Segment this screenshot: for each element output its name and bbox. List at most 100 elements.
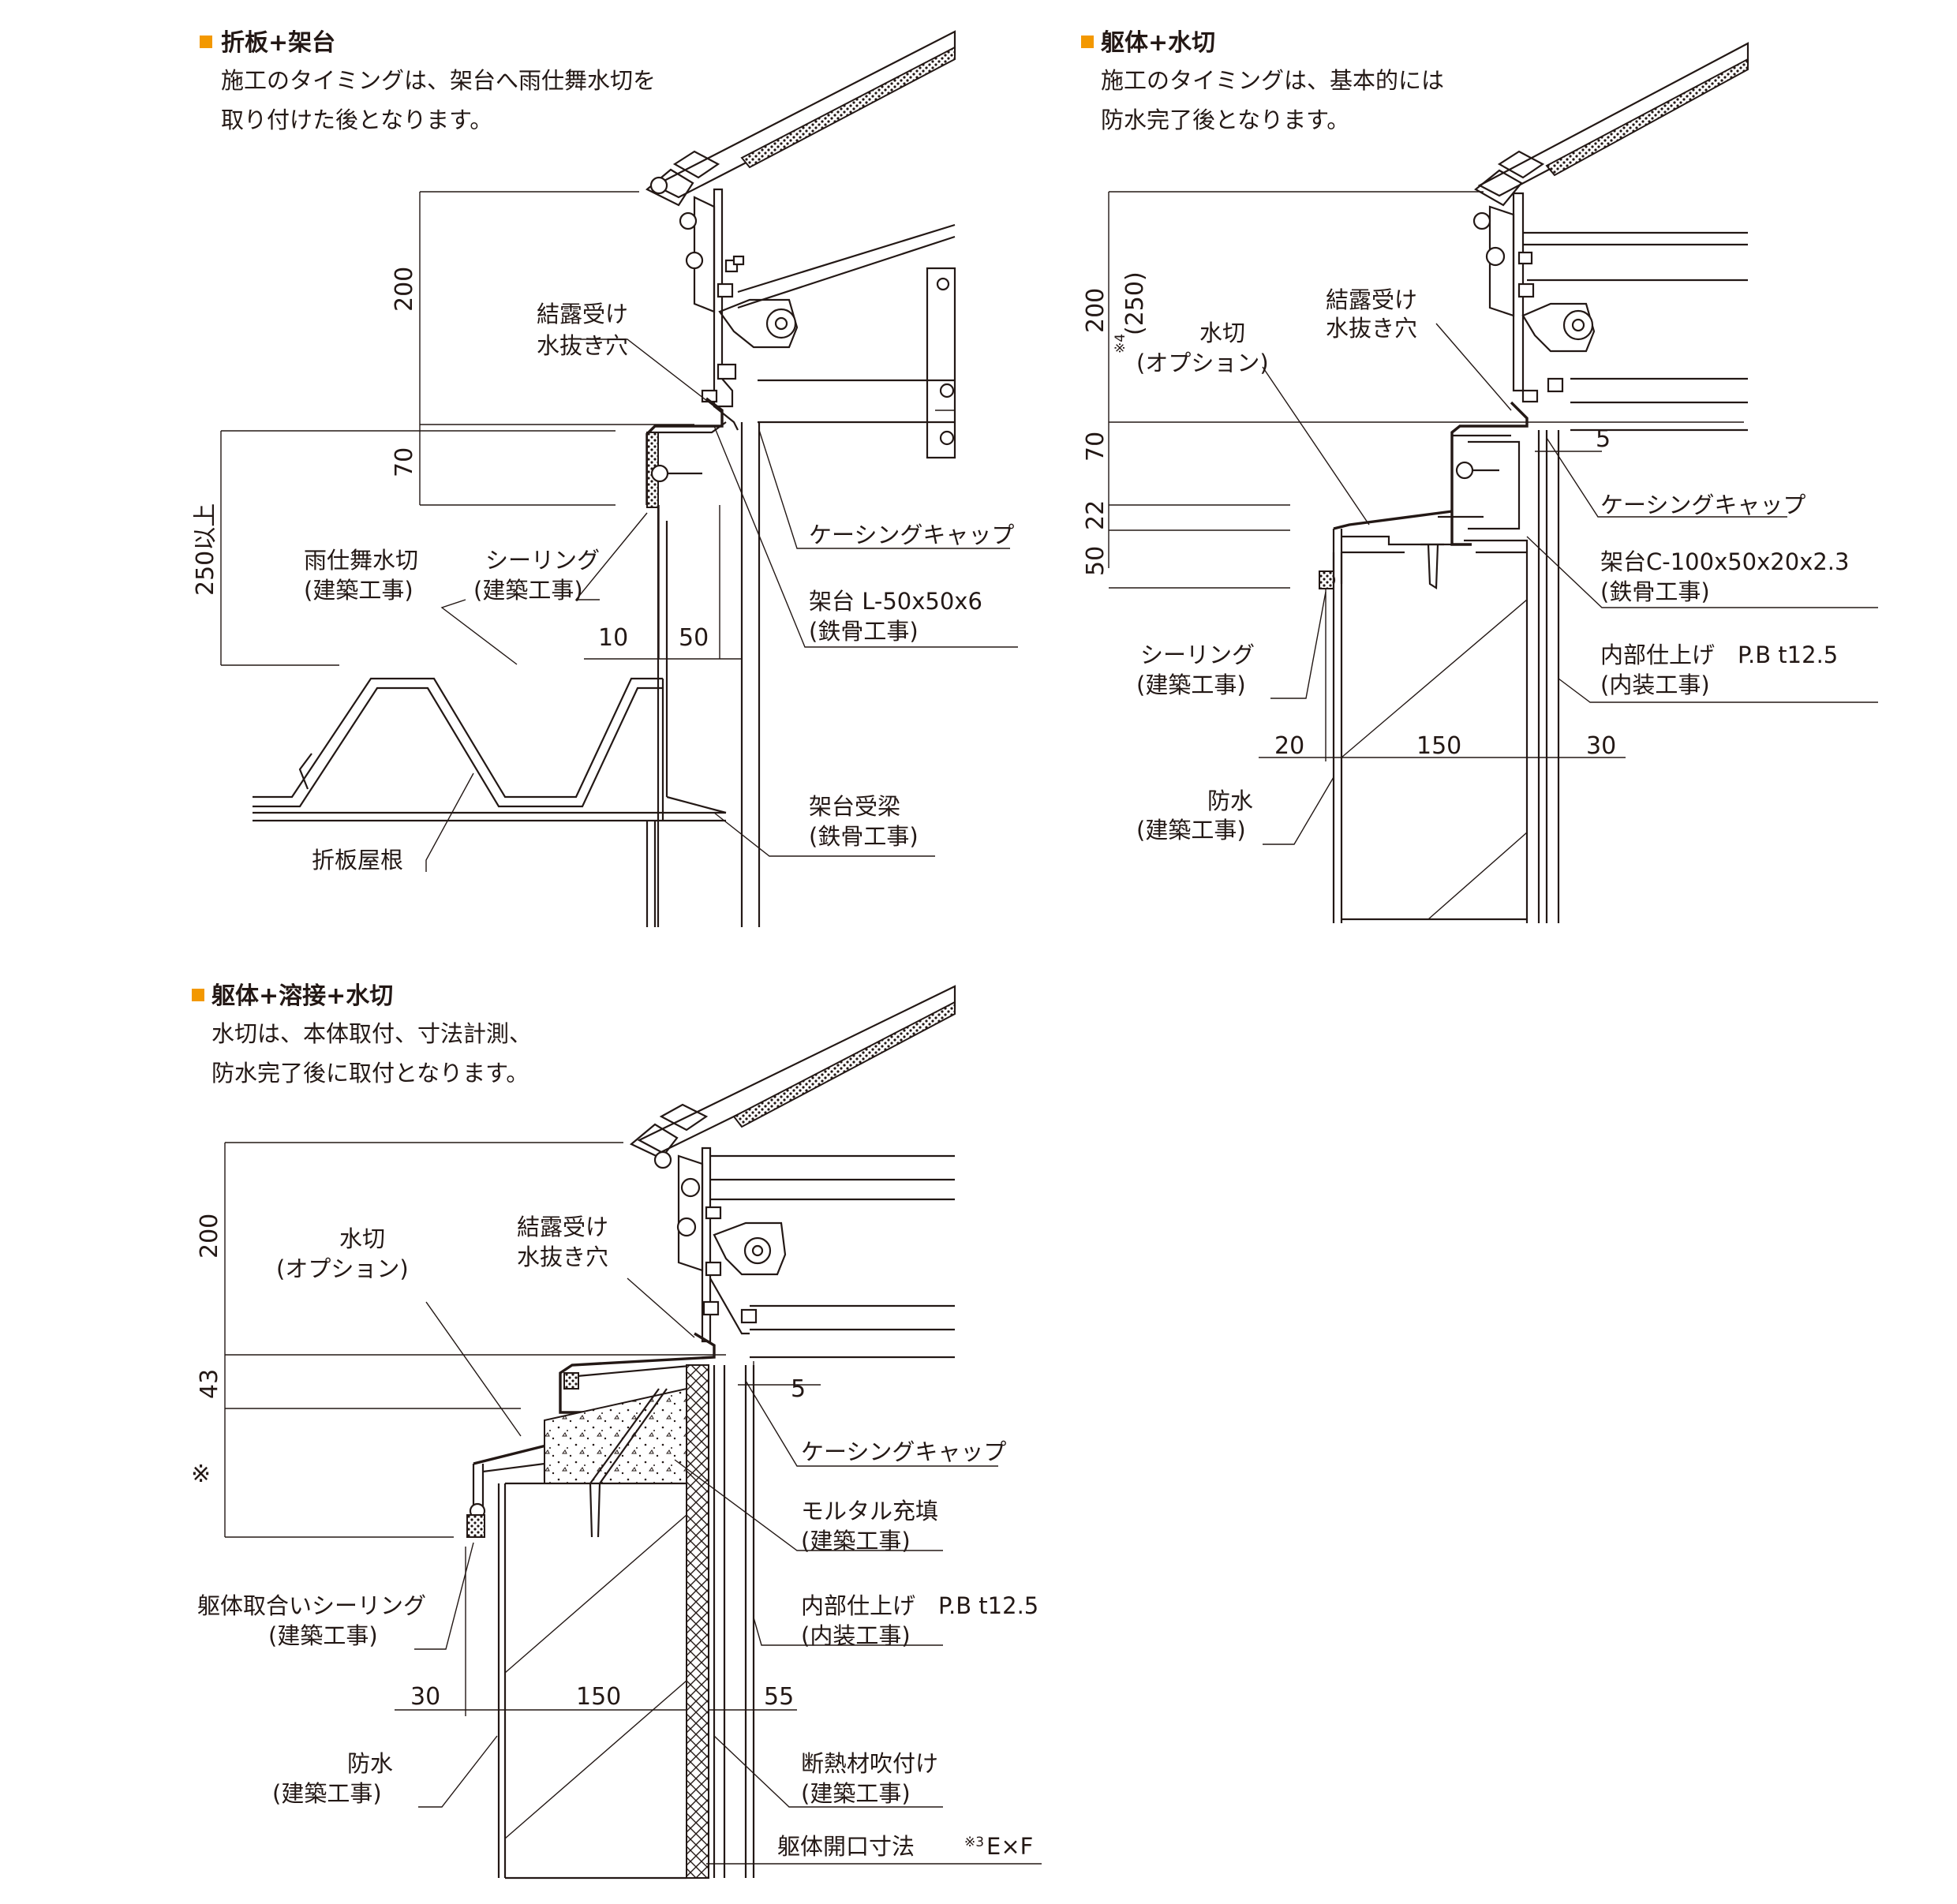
panel-a-window-frame [737,223,956,459]
panel-c-leaders [414,1277,1042,1865]
panel-b-dim-30: 30 [1586,732,1616,760]
panel-a-label-condensation-2: 水抜き穴 [537,332,628,359]
panel-b-heading: 躯体+水切 [1101,29,1215,57]
panel-b-label-waterproof-1: 防水 [1207,787,1253,814]
panel-c-label-opening: 躯体開口寸法 [777,1833,915,1860]
panel-c-bracket [653,1147,787,1343]
panel-a-flashing [645,397,739,508]
panel-a-label-beam-1: 架台受梁 [809,793,900,820]
panel-c-label-interior-2: (内装工事) [801,1622,911,1649]
panel-a-label-sealing-1: シーリング [485,547,600,574]
panel-c-label-body-seal-2: (建築工事) [268,1622,378,1649]
panel-c-dim-55: 55 [764,1683,794,1711]
panel-c-dim-30: 30 [410,1683,440,1711]
panel-b-dim-70: 70 [1082,432,1109,462]
panel-b-drip [1319,510,1453,589]
panel-a: 折板+架台 施工のタイミングは、架台へ雨仕舞水切を 取り付けた後となります。 2… [192,29,1018,927]
panel-c-label-casing: ケーシングキャップ [801,1438,1006,1465]
panel-a-folded-roof [253,677,726,927]
panel-c-window-frame [710,1154,955,1359]
panel-a-leaders [425,339,1018,872]
panel-b-label-frame-2: (鉄骨工事) [1600,578,1710,605]
panel-b-dim-5: 5 [1596,425,1611,453]
panel-a-dim-50: 50 [679,624,709,652]
panel-b-leaders [1262,323,1878,845]
panel-c-label-waterproof-2: (建築工事) [272,1780,382,1807]
panel-c-label-body-seal-1: 躯体取合いシーリング [197,1592,426,1619]
panel-a-label-beam-2: (鉄骨工事) [809,823,919,850]
panel-b-label-condensation-2: 水抜き穴 [1326,315,1417,342]
panel-c-dim-150: 150 [576,1683,621,1711]
panel-c-label-condensation-2: 水抜き穴 [517,1244,608,1270]
panel-b-desc-1: 施工のタイミングは、基本的には [1101,67,1444,94]
heading-mark-icon [1081,36,1094,48]
panel-a-posts [657,422,761,927]
panel-b-label-condensation-1: 結露受け [1326,286,1417,313]
panel-a-label-condensation-1: 結露受け [537,301,628,327]
panel-a-label-sealing-2: (建築工事) [473,577,583,604]
panel-b: 躯体+水切 施工のタイミングは、基本的には 防水完了後となります。 200 (2… [1081,29,1878,923]
panel-c-dim-note: ※ [191,1461,211,1488]
panel-a-dim-10: 10 [598,624,628,652]
panel-a-label-casing: ケーシングキャップ [809,522,1014,548]
panel-b-label-waterproof-2: (建築工事) [1136,817,1246,844]
panel-a-heading: 折板+架台 [221,29,335,57]
panel-b-dim-22: 22 [1082,500,1109,530]
panel-b-dim-20: 20 [1274,732,1304,760]
panel-c-label-condensation-1: 結露受け [517,1214,608,1240]
panel-b-label-interior-1: 内部仕上げ P.B t12.5 [1600,642,1838,668]
panel-c-wall-body [497,1364,755,1880]
panel-a-dim-250: 250以上 [192,503,219,596]
panel-c: 躯体+溶接+水切 水切は、本体取付、寸法計測、 防水完了後に取付となります。 2… [191,982,1042,1880]
panel-b-dim-150: 150 [1416,732,1461,760]
panel-a-label-flashing-1: 雨仕舞水切 [304,547,418,574]
panel-c-label-drip-2: (オプション) [276,1255,409,1282]
panel-b-dim-50: 50 [1082,546,1109,576]
panel-c-desc-2: 防水完了後に取付となります。 [211,1060,529,1087]
panel-c-dim-200: 200 [196,1214,223,1259]
panel-c-roof-panel [629,985,956,1160]
panel-b-bracket [1472,192,1596,403]
panel-c-label-mortar-1: モルタル充填 [801,1498,938,1524]
panel-c-label-interior-1: 内部仕上げ P.B t12.5 [801,1592,1038,1619]
panel-b-dim-200: 200 [1082,288,1109,333]
panel-c-note-3: ※3 [964,1835,984,1850]
panel-b-window-frame [1523,231,1748,432]
panel-a-desc-2: 取り付けた後となります。 [221,107,492,133]
panel-b-label-sealing-1: シーリング [1140,642,1255,668]
panel-c-mortar-fill [544,1387,687,1538]
panel-a-dim-70: 70 [391,447,418,477]
panel-c-label-insulation-2: (建築工事) [801,1780,911,1807]
panel-b-label-interior-2: (内装工事) [1600,671,1710,698]
panel-c-label-insulation-1: 断熱材吹付け [801,1750,938,1777]
panel-c-label-mortar-2: (建築工事) [801,1528,911,1554]
panel-a-label-roof: 折板屋根 [312,847,403,873]
panel-b-wall-body [1332,430,1560,923]
panel-b-label-casing: ケーシングキャップ [1600,492,1805,518]
panel-c-label-waterproof-1: 防水 [347,1750,393,1777]
panel-b-note-4: ※4 [1113,334,1128,353]
panel-a-desc-1: 施工のタイミングは、架台へ雨仕舞水切を [221,67,656,94]
panel-a-dim-200: 200 [391,267,418,312]
panel-c-label-drip-1: 水切 [339,1225,385,1252]
panel-c-desc-1: 水切は、本体取付、寸法計測、 [211,1020,532,1047]
panel-a-roof-panel [645,30,956,207]
panel-a-label-frame-1: 架台 L-50x50x6 [809,588,982,615]
panel-b-desc-2: 防水完了後となります。 [1101,107,1349,133]
heading-mark-icon [192,989,204,1001]
panel-b-label-frame-1: 架台C-100x50x20x2.3 [1600,548,1849,575]
panel-b-roof-panel [1474,42,1749,207]
panel-c-dim-5: 5 [791,1375,806,1403]
panel-c-label-ef: E×F [986,1833,1033,1860]
panel-b-label-sealing-2: (建築工事) [1136,671,1246,698]
panel-c-heading: 躯体+溶接+水切 [211,982,393,1010]
panel-b-channel-frame [1438,401,1529,552]
heading-mark-icon [200,36,212,48]
panel-a-label-flashing-2: (建築工事) [304,577,413,604]
panel-a-bracket [649,176,799,408]
panel-c-dim-43: 43 [196,1369,223,1399]
panel-b-label-drip-2: (オプション) [1136,350,1269,376]
panel-b-dim-250: (250) [1121,271,1149,335]
panel-b-label-drip-1: 水切 [1199,320,1245,346]
